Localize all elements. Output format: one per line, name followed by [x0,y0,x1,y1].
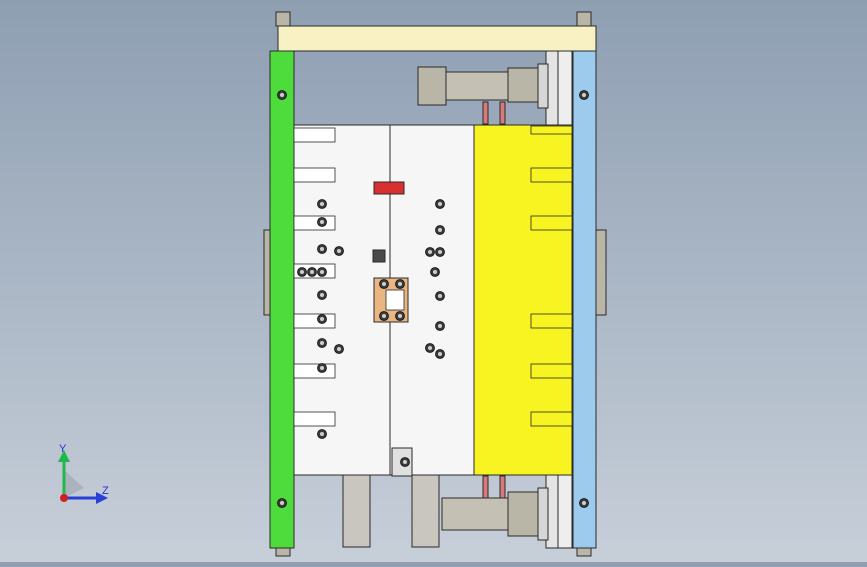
cavity-slot-3 [530,363,573,379]
fixed-plate-screw-5-icon-center [438,294,442,298]
movable-plate-screw-4-icon-center [320,293,324,297]
cavity-slot-1 [530,215,573,231]
support-pillar-left [342,474,371,548]
cavity-slot-top [530,125,573,135]
bottom-water-fitting-right [499,475,506,499]
guide-pin-top-left [275,11,291,27]
y-axis-arrowhead-icon [58,450,70,462]
top-cylinder-end-cap [417,66,447,106]
movable-plate-screw-1-icon-center [320,220,324,224]
right-plate-screw-bottom-icon-center [582,501,586,505]
right-plate-screw-top-icon-center [582,93,586,97]
movable-plate-screw-10-icon-center [300,270,304,274]
movable-plate-screw-7-icon-center [337,347,341,351]
parting-lock-block [372,249,386,263]
bottom-latch-screw-icon-center [403,460,407,464]
fixed-plate-screw-8-icon-center [428,346,432,350]
top-cylinder-mount [537,63,549,109]
left-plate-screw-bottom-icon-center [280,501,284,505]
coordinate-triad: Y Z [50,440,120,510]
ejector-slot-5 [293,363,336,379]
fixed-plate-screw-6-icon-center [438,324,442,328]
top-water-fitting-right [499,101,506,125]
triad-plane-icon [64,470,84,498]
movable-plate-screw-12-icon-center [320,270,324,274]
bottom-cylinder-flange [507,491,539,537]
guide-pin-bottom-left [275,547,291,557]
top-clamp-plate [277,25,597,52]
insert-screw-tl-icon-center [382,282,386,286]
fixed-plate-screw-7-icon-center [438,352,442,356]
bottom-water-fitting-left [482,475,489,499]
guide-pin-top-right [576,11,592,27]
cavity-slot-0 [530,167,573,183]
movable-plate-screw-6-icon-center [320,341,324,345]
movable-plate-screw-0-icon-center [320,202,324,206]
movable-plate-screw-3-icon-center [337,249,341,253]
y-axis-label: Y [59,443,67,455]
left-clamp-plate [269,50,295,549]
fixed-plate-screw-3-icon-center [428,250,432,254]
movable-plate-screw-2-icon-center [320,247,324,251]
ejector-slot-4 [293,313,336,329]
bottom-cylinder-mount [537,487,549,541]
ejector-slot-1 [293,167,336,183]
z-axis-arrowhead-icon [96,492,108,504]
x-axis-point-icon [60,494,68,502]
fixed-plate-screw-0-icon-center [438,202,442,206]
z-axis-label: Z [102,485,109,497]
fixed-plate-screw-2-icon-center [438,250,442,254]
support-pillar-right [411,474,440,548]
insert-screw-br-icon-center [398,314,402,318]
right-clamp-plate [572,50,597,549]
ejector-slot-6 [293,411,336,427]
left-plate-screw-top-icon-center [280,93,284,97]
red-stop-block [373,181,405,195]
cavity-slot-2 [530,313,573,329]
insert-screw-tr-icon-center [398,282,402,286]
right-locating-ring [595,229,607,316]
cavity-slot-4 [530,411,573,427]
ejector-slot-0 [293,127,336,143]
bottom-cylinder-body [441,497,509,531]
guide-pin-bottom-right [576,547,592,557]
movable-plate-screw-9-icon-center [320,432,324,436]
top-cylinder-body [445,71,509,101]
ejector-slot-2 [293,215,336,231]
insert-screw-bl-icon-center [382,314,386,318]
top-water-fitting-left [482,101,489,125]
fixed-plate-screw-4-icon-center [433,270,437,274]
sprue-insert-window [385,289,405,311]
movable-plate-screw-11-icon-center [310,270,314,274]
triad-graphic [58,450,108,504]
fixed-plate-screw-1-icon-center [438,228,442,232]
top-cylinder-flange [507,67,539,103]
movable-plate-screw-5-icon-center [320,317,324,321]
movable-plate-screw-8-icon-center [320,366,324,370]
